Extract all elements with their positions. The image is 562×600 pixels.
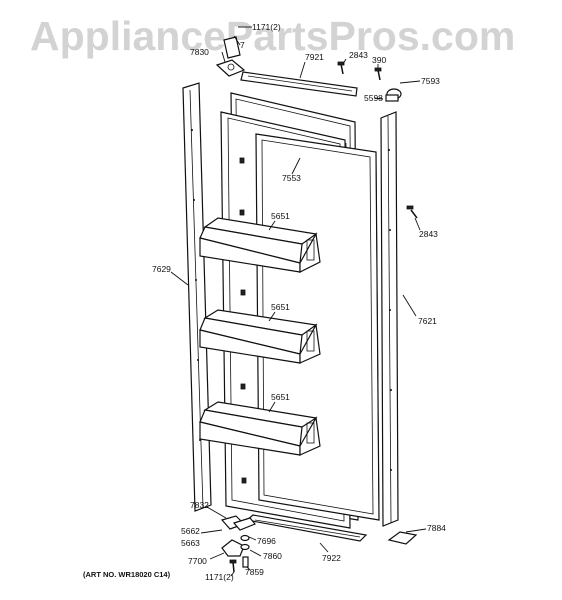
part-5651-door-bin-bottom bbox=[199, 401, 321, 456]
part-390-screw bbox=[374, 67, 382, 81]
callout-5651-a: 5651 bbox=[271, 211, 290, 221]
art-number: (ART NO. WR18020 C14) bbox=[83, 570, 171, 579]
watermark-text: AppliancePartsPros.com bbox=[30, 13, 515, 59]
callout-7593: 7593 bbox=[421, 76, 440, 86]
liner-clips bbox=[239, 157, 247, 484]
callout-1171-bottom: 1171(2) bbox=[205, 572, 234, 582]
callout-5651-b: 5651 bbox=[271, 302, 290, 312]
callout-labels: 1171(2) 7 7830 7921 2843 390 7593 5598 7… bbox=[152, 22, 446, 582]
callout-7700: 7700 bbox=[188, 556, 207, 566]
callout-7859: 7859 bbox=[245, 567, 264, 577]
callout-7-top: 7 bbox=[240, 40, 245, 50]
part-7859-pin bbox=[242, 556, 249, 568]
callout-7830: 7830 bbox=[190, 47, 209, 57]
callout-7860: 7860 bbox=[263, 551, 282, 561]
callout-5662: 5662 bbox=[181, 526, 200, 536]
callout-5651-c: 5651 bbox=[271, 392, 290, 402]
callout-7696: 7696 bbox=[257, 536, 276, 546]
part-7593-stop bbox=[385, 88, 402, 102]
part-5651-door-bin-middle bbox=[199, 309, 321, 364]
part-7884-trim-end bbox=[387, 531, 418, 545]
leader-lines bbox=[170, 26, 427, 577]
part-2843-screw-right bbox=[406, 205, 418, 219]
callout-2843-right: 2843 bbox=[419, 229, 438, 239]
callout-7832: 7832 bbox=[190, 500, 209, 510]
part-7629-side-trim bbox=[182, 82, 212, 512]
callout-2843-top: 2843 bbox=[349, 50, 368, 60]
part-7832-bottom-hinge bbox=[220, 515, 256, 531]
part-7922-bottom-cap bbox=[245, 514, 368, 542]
part-7621-side-trim bbox=[380, 111, 399, 527]
part-7696-washer bbox=[240, 534, 250, 551]
callout-7629: 7629 bbox=[152, 264, 171, 274]
part-7921-top-cap bbox=[240, 71, 358, 97]
callout-1171-top: 1171(2) bbox=[252, 22, 281, 32]
callout-7621: 7621 bbox=[418, 316, 437, 326]
part-2843-screw-top bbox=[337, 61, 345, 75]
callout-5663: 5663 bbox=[181, 538, 200, 548]
callout-5598: 5598 bbox=[364, 93, 383, 103]
part-1171-screw-bottom bbox=[229, 559, 237, 573]
part-5651-door-bin-top bbox=[199, 217, 321, 273]
callout-7922: 7922 bbox=[322, 553, 341, 563]
part-7700-hinge-pin-bracket bbox=[221, 539, 245, 557]
callout-7884: 7884 bbox=[427, 523, 446, 533]
callout-390: 390 bbox=[372, 55, 386, 65]
callout-7553: 7553 bbox=[282, 173, 301, 183]
part-7830-hinge bbox=[215, 36, 246, 77]
callout-7921: 7921 bbox=[305, 52, 324, 62]
